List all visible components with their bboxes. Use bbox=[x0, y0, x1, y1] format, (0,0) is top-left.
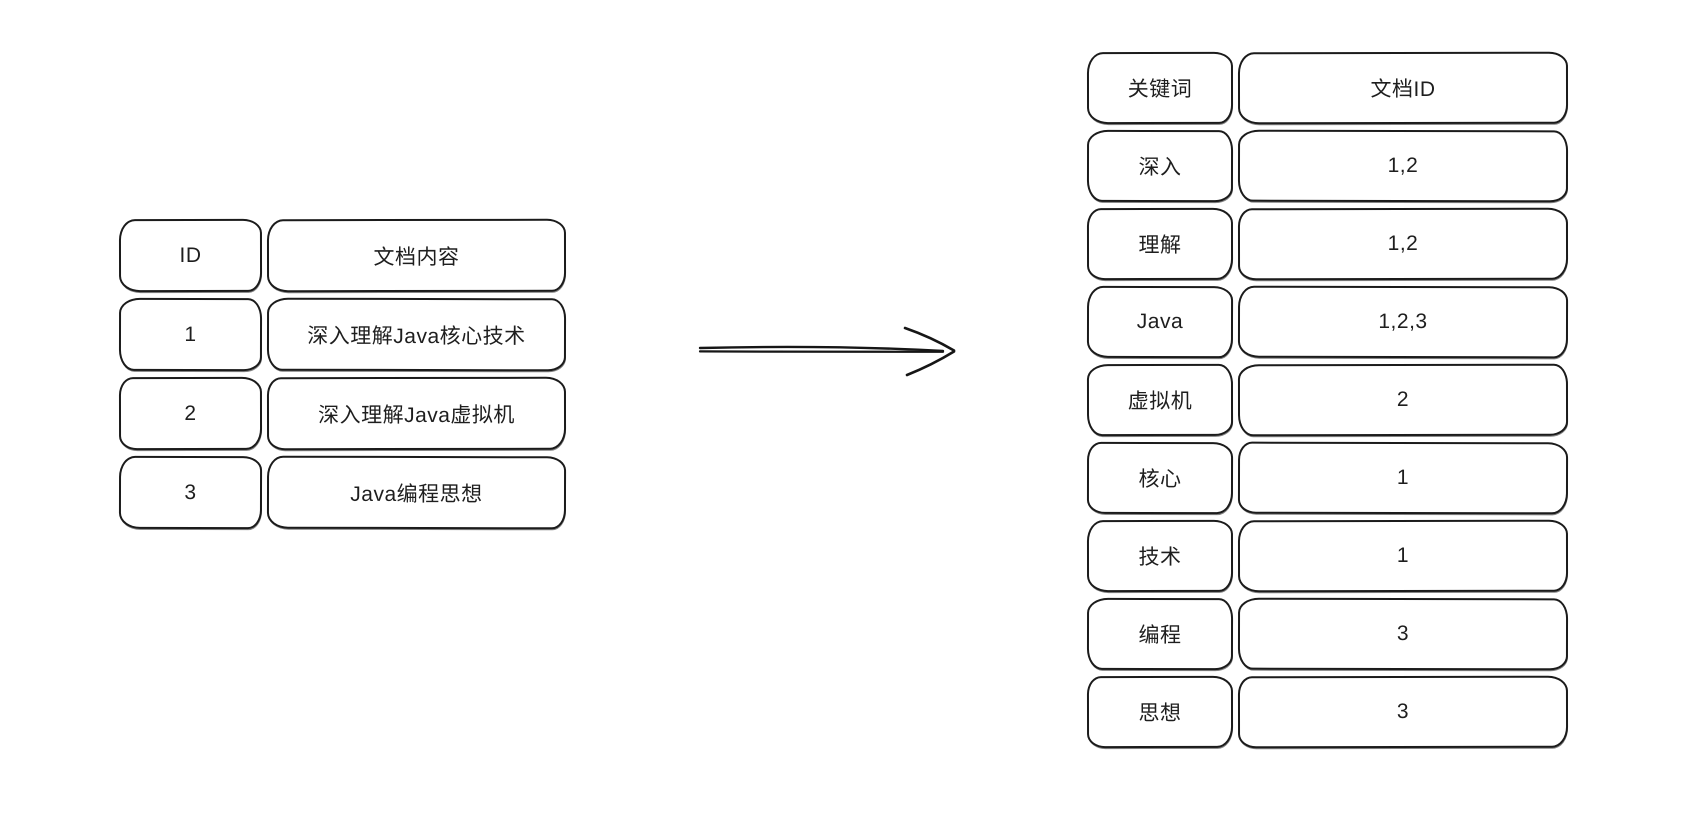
docids-cell: 1 bbox=[1237, 441, 1569, 515]
doc-table-header-id: ID bbox=[118, 218, 263, 293]
docids-cell: 1,2 bbox=[1237, 207, 1569, 281]
keyword-cell: 技术 bbox=[1086, 519, 1234, 593]
keyword-cell: 深入 bbox=[1086, 129, 1234, 203]
docids-cell: 3 bbox=[1237, 597, 1569, 671]
keyword-cell: 思想 bbox=[1086, 675, 1234, 749]
doc-id-cell: 3 bbox=[118, 455, 263, 530]
docids-cell: 3 bbox=[1237, 675, 1569, 749]
index-table-header-row: 关键词 文档ID bbox=[1086, 51, 1569, 125]
keyword-cell: 虚拟机 bbox=[1086, 363, 1234, 437]
index-table-row: 深入 1,2 bbox=[1086, 129, 1569, 203]
keyword-cell: Java bbox=[1086, 285, 1234, 359]
index-table-header-docid: 文档ID bbox=[1237, 51, 1569, 125]
doc-table-row: 3 Java编程思想 bbox=[118, 455, 567, 530]
docids-cell: 1,2 bbox=[1237, 129, 1569, 203]
doc-table-header-row: ID 文档内容 bbox=[118, 218, 567, 293]
inverted-index-table: 关键词 文档ID 深入 1,2 理解 1,2 Java 1,2,3 虚拟机 2 … bbox=[1086, 51, 1569, 749]
index-table-row: 思想 3 bbox=[1086, 675, 1569, 749]
index-table-row: 编程 3 bbox=[1086, 597, 1569, 671]
keyword-cell: 核心 bbox=[1086, 441, 1234, 515]
doc-content-cell: 深入理解Java虚拟机 bbox=[266, 376, 567, 451]
doc-content-cell: Java编程思想 bbox=[266, 455, 567, 530]
index-table-header-keyword: 关键词 bbox=[1086, 51, 1234, 125]
index-table-row: Java 1,2,3 bbox=[1086, 285, 1569, 359]
index-table-row: 理解 1,2 bbox=[1086, 207, 1569, 281]
docids-cell: 1 bbox=[1237, 519, 1569, 593]
docids-cell: 1,2,3 bbox=[1237, 285, 1569, 359]
doc-table-header-content: 文档内容 bbox=[266, 218, 567, 293]
docids-cell: 2 bbox=[1237, 363, 1569, 437]
doc-table-row: 2 深入理解Java虚拟机 bbox=[118, 376, 567, 451]
doc-id-cell: 2 bbox=[118, 376, 263, 451]
doc-id-cell: 1 bbox=[118, 297, 263, 372]
document-table: ID 文档内容 1 深入理解Java核心技术 2 深入理解Java虚拟机 3 J… bbox=[118, 218, 567, 530]
index-table-row: 技术 1 bbox=[1086, 519, 1569, 593]
index-table-row: 核心 1 bbox=[1086, 441, 1569, 515]
doc-table-row: 1 深入理解Java核心技术 bbox=[118, 297, 567, 372]
arrow-right-icon bbox=[698, 326, 956, 377]
index-table-row: 虚拟机 2 bbox=[1086, 363, 1569, 437]
keyword-cell: 理解 bbox=[1086, 207, 1234, 281]
doc-content-cell: 深入理解Java核心技术 bbox=[266, 297, 567, 372]
keyword-cell: 编程 bbox=[1086, 597, 1234, 671]
